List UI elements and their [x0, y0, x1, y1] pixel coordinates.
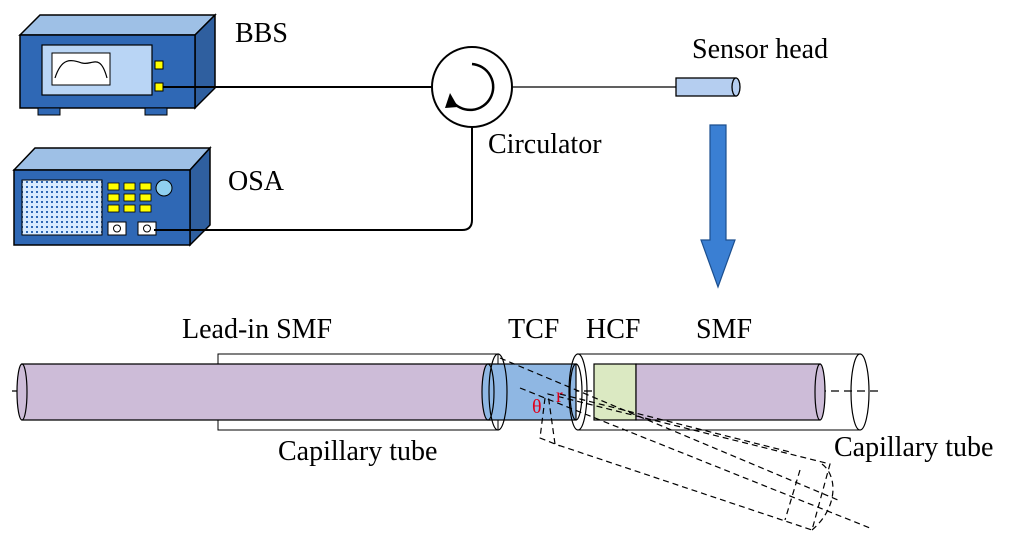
hcf-segment	[593, 363, 637, 421]
lead-in-smf-label: Lead-in SMF	[182, 314, 332, 345]
capillary-tube-right-label: Capillary tube	[834, 432, 993, 463]
circulator	[431, 46, 513, 128]
circulator-label: Circulator	[488, 129, 602, 160]
osa-knob-icon	[155, 179, 173, 197]
smf-segment	[635, 363, 821, 421]
theta-label: θ	[532, 396, 542, 418]
osa-label: OSA	[228, 166, 285, 197]
bbs-label: BBS	[235, 18, 288, 49]
lead-in-smf	[21, 363, 491, 421]
tcf-segment	[487, 363, 577, 421]
circulator-osa-fiber	[154, 127, 473, 231]
bbs-device	[18, 13, 217, 116]
tilted-fiber-outline	[499, 357, 871, 531]
sensor-head	[675, 77, 741, 97]
hcf-label: HCF	[586, 314, 640, 345]
capillary-tube-left-label: Capillary tube	[278, 436, 437, 467]
circular-arrow-icon	[451, 62, 495, 112]
tcf-label: TCF	[508, 314, 559, 345]
osa-device	[12, 146, 212, 247]
smf-label: SMF	[696, 314, 752, 345]
down-arrow-icon	[700, 124, 736, 289]
r-label: r	[556, 385, 563, 407]
sensor-head-label: Sensor head	[692, 34, 828, 65]
osa-keypad	[107, 182, 152, 213]
